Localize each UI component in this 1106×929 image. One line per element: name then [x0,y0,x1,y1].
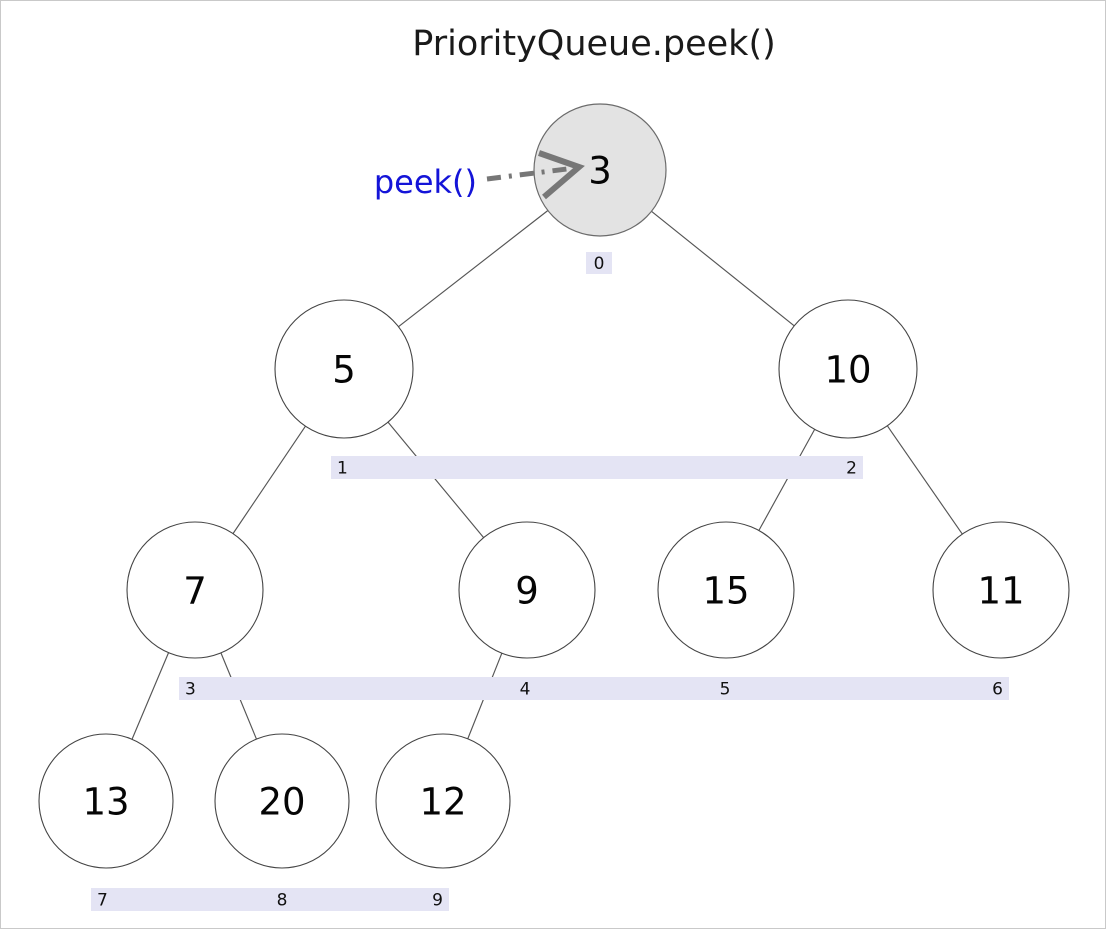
array-index-label-6: 6 [992,680,1003,700]
heap-node-circle-8[interactable] [214,733,350,869]
heap-node-value-6: 11 [977,570,1024,613]
tree-edge-0-1 [398,210,549,328]
index-band-level-2 [179,677,1009,700]
heap-node-value-1: 5 [332,349,356,392]
heap-node-value-3: 7 [183,570,207,613]
index-band-level-1 [331,456,863,479]
heap-node-7[interactable]: 13 [38,733,174,869]
peek-callout-connector [486,166,568,182]
tree-edge-1-3 [232,425,306,534]
heap-node-0[interactable]: 3 [533,103,667,237]
heap-node-value-7: 13 [82,781,129,824]
heap-node-8[interactable]: 20 [214,733,350,869]
peek-callout-group: peek() [374,150,585,201]
heap-node-circle-2[interactable] [778,299,918,439]
heap-node-circle-1[interactable] [274,299,414,439]
tree-edge-2-5 [758,429,816,531]
tree-edge-2-6 [886,425,963,535]
heap-node-circle-4[interactable] [458,521,596,659]
heap-node-circle-3[interactable] [126,521,264,659]
array-index-label-1: 1 [337,459,348,479]
tree-edge-3-7 [131,652,170,740]
heap-node-value-4: 9 [515,570,539,613]
heap-node-value-2: 10 [824,349,871,392]
tree-edge-1-4 [387,421,485,538]
tree-edge-0-2 [651,210,795,327]
heap-node-circle-7[interactable] [38,733,174,869]
index-band-level-3 [91,888,449,911]
heap-node-6[interactable]: 11 [932,521,1070,659]
array-index-label-7: 7 [97,891,108,911]
heap-node-4[interactable]: 9 [458,521,596,659]
heap-node-circle-0[interactable] [533,103,667,237]
figure-title: PriorityQueue.peek() [412,24,776,64]
index-band-level-0 [586,252,612,274]
heap-node-circle-9[interactable] [375,733,511,869]
array-index-label-2: 2 [846,459,857,479]
array-index-label-3: 3 [185,680,196,700]
peek-callout-label: peek() [374,163,477,201]
array-index-label-9: 9 [432,891,443,911]
heap-node-circle-5[interactable] [657,521,795,659]
heap-node-value-0: 3 [588,150,612,193]
peek-arrow-icon [538,150,585,200]
heap-node-9[interactable]: 12 [375,733,511,869]
heap-node-5[interactable]: 15 [657,521,795,659]
heap-node-2[interactable]: 10 [778,299,918,439]
heap-node-value-5: 15 [702,570,749,613]
heap-node-value-9: 12 [419,781,466,824]
heap-node-value-8: 20 [258,781,305,824]
array-index-label-0: 0 [594,254,605,274]
heap-node-3[interactable]: 7 [126,521,264,659]
heap-node-1[interactable]: 5 [274,299,414,439]
array-index-label-4: 4 [520,680,531,700]
heap-node-circle-6[interactable] [932,521,1070,659]
array-index-label-8: 8 [277,891,288,911]
array-index-label-5: 5 [720,680,731,700]
